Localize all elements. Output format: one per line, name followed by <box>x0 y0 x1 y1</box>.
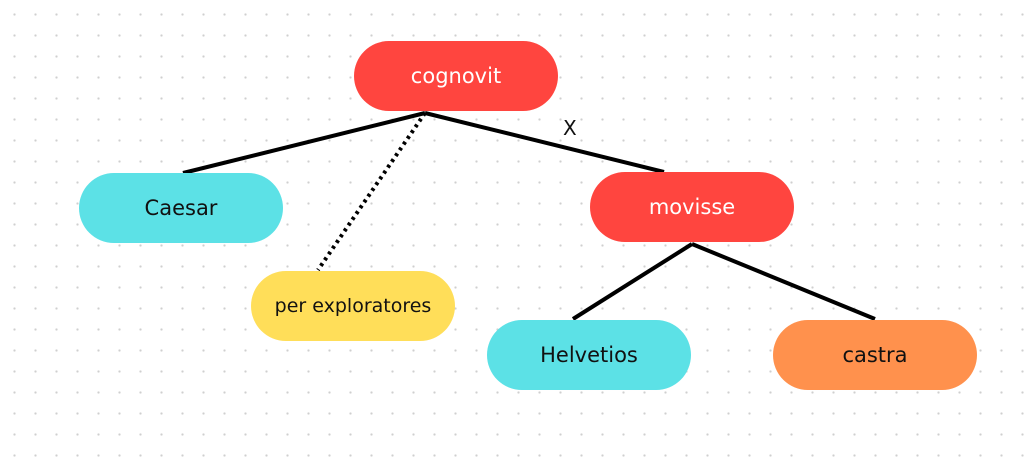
edge-cognovit-caesar <box>182 111 426 175</box>
node-caesar[interactable]: Caesar <box>79 173 283 243</box>
node-cognovit[interactable]: cognovit <box>354 41 558 111</box>
node-helvetios[interactable]: Helvetios <box>487 320 691 390</box>
edge-movisse-helvetios <box>571 242 694 321</box>
node-per-exploratores[interactable]: per exploratores <box>251 271 455 341</box>
edge-movisse-castra <box>691 242 876 321</box>
node-castra[interactable]: castra <box>773 320 977 390</box>
node-movisse[interactable]: movisse <box>590 172 794 242</box>
edge-label-x: X <box>563 116 577 140</box>
edge-cognovit-movisse <box>424 111 665 174</box>
